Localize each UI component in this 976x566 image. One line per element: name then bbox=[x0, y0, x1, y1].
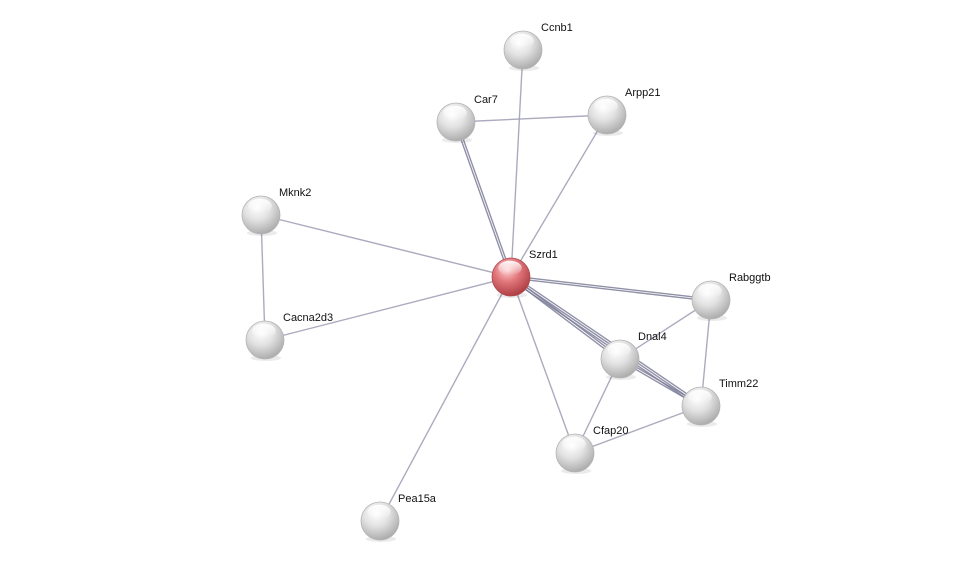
node-highlight bbox=[607, 342, 631, 358]
edge-szrd1-pea15a bbox=[379, 276, 512, 522]
node-label: Timm22 bbox=[719, 378, 758, 390]
node-cacna2d3[interactable]: Cacna2d3 bbox=[245, 312, 333, 361]
node-highlight bbox=[688, 389, 712, 405]
edge-szrd1-timm22 bbox=[509, 278, 701, 409]
edge-layer bbox=[260, 49, 712, 522]
node-label: Car7 bbox=[474, 94, 498, 106]
node-highlight bbox=[443, 105, 467, 121]
node-label: Pea15a bbox=[398, 493, 437, 505]
node-highlight bbox=[498, 260, 522, 276]
node-dnal4[interactable]: Dnal4 bbox=[600, 331, 667, 380]
node-highlight bbox=[510, 33, 534, 49]
node-timm22[interactable]: Timm22 bbox=[681, 378, 758, 427]
edge-szrd1-car7 bbox=[454, 121, 511, 279]
edge-szrd1-ccnb1 bbox=[510, 49, 524, 278]
edge-szrd1-mknk2 bbox=[260, 214, 512, 278]
edge-szrd1-cacna2d3 bbox=[264, 276, 512, 341]
node-label: Ccnb1 bbox=[541, 22, 573, 34]
node-label: Mknk2 bbox=[279, 187, 311, 199]
node-highlight bbox=[367, 504, 391, 520]
node-mknk2[interactable]: Mknk2 bbox=[241, 187, 311, 236]
edge-szrd1-cfap20 bbox=[510, 276, 576, 454]
edge-mknk2-cacna2d3 bbox=[260, 214, 266, 341]
node-label: Dnal4 bbox=[638, 331, 667, 343]
node-pea15a[interactable]: Pea15a bbox=[360, 493, 437, 542]
edge-szrd1-arpp21 bbox=[510, 114, 608, 278]
edge-car7-arpp21 bbox=[455, 114, 608, 123]
node-label: Szrd1 bbox=[529, 249, 558, 261]
edge-szrd1-timm22 bbox=[511, 274, 703, 405]
node-label: Cacna2d3 bbox=[283, 312, 333, 324]
edge-szrd1-car7 bbox=[456, 120, 513, 278]
node-cfap20[interactable]: Cfap20 bbox=[555, 425, 628, 474]
node-highlight bbox=[248, 198, 272, 214]
node-arpp21[interactable]: Arpp21 bbox=[587, 87, 660, 136]
node-label: Arpp21 bbox=[625, 87, 660, 99]
node-label: Cfap20 bbox=[593, 425, 628, 437]
node-label: Rabggtb bbox=[729, 272, 771, 284]
node-highlight bbox=[252, 323, 276, 339]
node-ccnb1[interactable]: Ccnb1 bbox=[503, 22, 573, 71]
node-szrd1[interactable]: Szrd1 bbox=[491, 249, 558, 298]
node-highlight bbox=[594, 98, 618, 114]
node-highlight bbox=[562, 436, 586, 452]
node-rabggtb[interactable]: Rabggtb bbox=[691, 272, 771, 321]
edge-timm22-cfap20 bbox=[574, 405, 702, 454]
edge-szrd1-rabggtb bbox=[510, 277, 712, 302]
edge-szrd1-rabggtb bbox=[510, 275, 712, 300]
edge-szrd1-timm22 bbox=[510, 276, 702, 407]
node-car7[interactable]: Car7 bbox=[436, 94, 498, 143]
node-highlight bbox=[698, 283, 722, 299]
